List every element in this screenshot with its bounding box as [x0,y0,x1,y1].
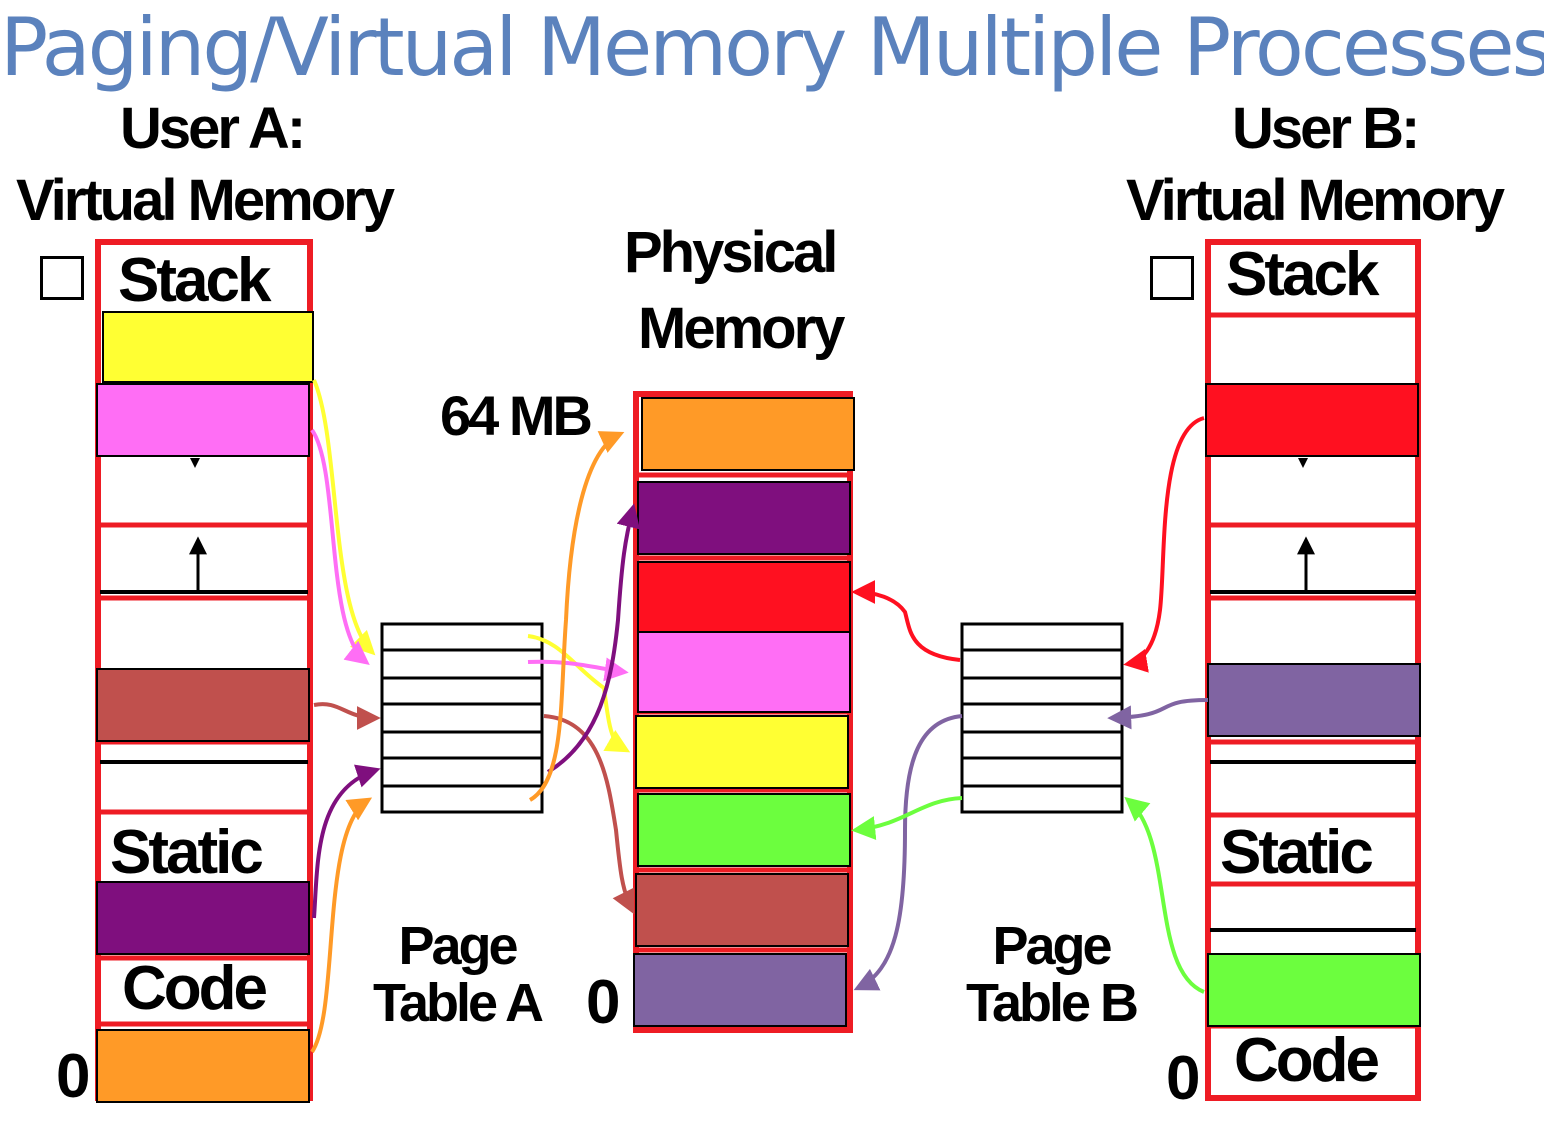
user-a-virtual-memory [95,239,314,1103]
user-b-static-label: Static [1220,818,1374,887]
page-green [1207,953,1421,1027]
page-table-b [960,622,1124,814]
page-table-a-box [380,622,544,814]
user-a-code-label: Code [122,954,268,1023]
mapping-arrow-green-b [1124,796,1205,994]
mapping-arrow-yellow-pa [527,634,631,753]
physical-zero-label: 0 [586,968,621,1037]
page-table-b-label-line1: Page [992,916,1112,976]
mapping-arrow-lavender-b [1107,698,1209,730]
user-a-static-label: Static [110,818,264,887]
checkbox-icon [40,256,84,300]
mapping-arrow-brown-pa [543,714,635,915]
stack-growth-arrow [1298,458,1308,468]
mapping-arrow-orange-pa [528,431,625,802]
mapping-arrow-red-b [1123,416,1205,673]
user-a-subheading: Virtual Memory [16,168,395,233]
frame-orange [641,397,855,471]
physical-memory-heading: Physical [624,220,838,285]
mapping-arrow-purple-pa [546,503,640,774]
user-b-zero-label: 0 [1166,1044,1201,1113]
user-b-heading: User B: [1232,96,1420,161]
page-table-a-label-line1: Page [398,916,518,976]
mapping-arrow-brown-a [313,702,381,730]
user-a-heading: User A: [120,96,306,161]
page-table-b-label: Page Table B [944,918,1158,1031]
mapping-arrow-red-pb [851,580,961,662]
frame-purple [637,481,851,555]
mapping-arrow-pink-pa [527,657,629,682]
user-a-stack-label: Stack [118,246,271,315]
user-b-stack-label: Stack [1226,240,1379,309]
page-brown [96,668,310,742]
user-b-subheading: Virtual Memory [1126,168,1505,233]
stack-growth-arrow [190,458,200,468]
frame-pink [637,631,851,713]
mapping-arrow-green-pb [851,796,963,840]
physical-top-label: 64 MB [440,384,593,447]
frame-green [637,793,851,867]
page-table-b-box [960,622,1124,814]
mapping-arrow-pink-a [310,428,370,665]
page-lavender [1207,663,1421,737]
frame-yellow [635,715,849,789]
page-table-a-label-line2: Table A [372,972,544,1033]
page-pink [96,383,310,457]
page-yellow [102,311,314,383]
frame-brown [635,873,849,947]
mapping-arrow-orange-a [310,797,373,1054]
checkbox-icon [1150,256,1194,300]
page-table-b-label-line2: Table B [965,972,1139,1033]
page-table-a [380,622,544,814]
page-table-a-label: Page Table A [350,918,564,1031]
mapping-arrow-yellow-a [312,379,376,656]
frame-lavender [633,953,847,1027]
page-orange [96,1029,310,1103]
page-purple [96,881,310,955]
slide-title: Paging/Virtual Memory Multiple Processes [0,1,1544,94]
frame-red [637,561,851,635]
user-a-zero-label: 0 [56,1042,91,1111]
mapping-arrow-lavender-pb [853,714,963,991]
physical-memory-subheading: Memory [638,296,845,361]
user-b-code-label: Code [1234,1026,1380,1095]
physical-memory [633,391,855,1033]
user-b-virtual-memory [1205,239,1421,1101]
mapping-arrow-purple-a [312,764,381,919]
page-red [1205,383,1419,457]
